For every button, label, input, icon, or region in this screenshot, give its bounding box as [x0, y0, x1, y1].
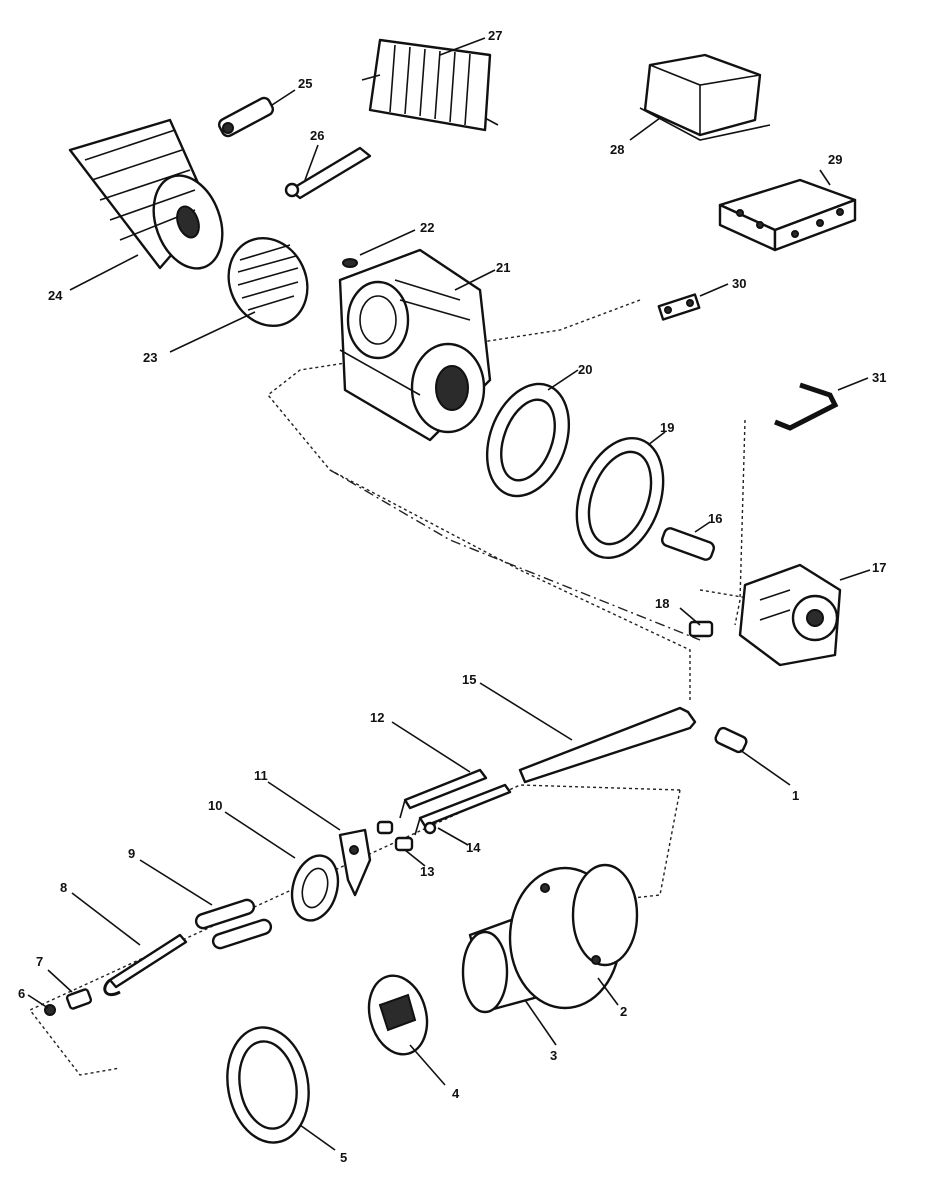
leader-25	[271, 89, 296, 106]
band-ring	[575, 436, 665, 560]
callout-5: 5	[340, 1150, 347, 1165]
pump-coupling	[660, 527, 716, 561]
callout-8: 8	[60, 880, 67, 895]
retaining-ring	[485, 382, 571, 498]
leader-1	[739, 749, 791, 786]
leader-31	[837, 377, 869, 391]
callout-12: 12	[370, 710, 384, 725]
oil-line	[518, 706, 697, 784]
callout-25: 25	[298, 76, 312, 91]
callout-16: 16	[708, 511, 722, 526]
burner-housing	[338, 248, 492, 442]
motor-coupling	[217, 96, 275, 138]
turbulator	[367, 974, 429, 1056]
leader-9	[139, 859, 213, 906]
electrode-assembly	[399, 768, 512, 836]
leader-18	[679, 607, 701, 626]
callout-13: 13	[420, 864, 434, 879]
leader-27	[439, 37, 486, 56]
assembly-path-bottom	[28, 784, 681, 1076]
nozzle-line	[103, 933, 188, 997]
leader-6	[27, 994, 49, 1009]
callout-20: 20	[578, 362, 592, 377]
electrode-clamp	[423, 821, 437, 835]
callout-21: 21	[496, 260, 510, 275]
callout-19: 19	[660, 420, 674, 435]
callout-17: 17	[872, 560, 886, 575]
callout-1: 1	[792, 788, 799, 803]
ignition-transformer	[361, 38, 499, 132]
electrode-bracket	[338, 828, 372, 897]
callout-2: 2	[620, 1004, 627, 1019]
nozzle-adapter	[714, 726, 748, 754]
callout-3: 3	[550, 1048, 557, 1063]
leader-12	[391, 721, 471, 773]
mounting-gasket	[226, 1026, 310, 1144]
air-tube	[461, 863, 639, 1014]
leader-20	[547, 369, 579, 391]
leader-19	[647, 431, 666, 446]
callout-30: 30	[732, 276, 746, 291]
callout-27: 27	[488, 28, 502, 43]
leader-2	[597, 977, 619, 1006]
callout-4: 4	[452, 1086, 460, 1101]
leader-21	[454, 269, 496, 291]
leader-3	[524, 999, 557, 1046]
callout-7: 7	[36, 954, 43, 969]
callout-28: 28	[610, 142, 624, 157]
leader-24	[69, 254, 139, 291]
electrode-insulators	[194, 898, 273, 950]
callout-10: 10	[208, 798, 222, 813]
callout-26: 26	[310, 128, 324, 143]
leader-29	[819, 169, 831, 186]
fuel-pump	[738, 563, 842, 667]
flame-retention-head	[290, 854, 340, 922]
leader-13	[404, 849, 426, 867]
leader-26	[304, 144, 319, 181]
leader-11	[267, 781, 341, 831]
callout-6: 6	[18, 986, 25, 1001]
leader-14	[437, 827, 469, 846]
callout-11: 11	[254, 768, 268, 783]
blower-housing	[68, 118, 224, 270]
leader-22	[359, 229, 416, 256]
leader-23	[169, 311, 256, 353]
leader-10	[224, 811, 296, 859]
callout-14: 14	[466, 840, 481, 855]
pump-fitting	[688, 620, 714, 638]
nozzle-plug	[376, 820, 414, 852]
mounting-plate	[718, 178, 857, 252]
callout-29: 29	[828, 152, 842, 167]
blower-wheel	[227, 236, 309, 328]
callout-18: 18	[655, 596, 669, 611]
ignition-lead	[284, 146, 372, 200]
leader-30	[699, 283, 729, 297]
callout-31: 31	[872, 370, 886, 385]
leader-28	[629, 117, 661, 141]
assembly-path-lower	[329, 469, 701, 641]
callout-9: 9	[128, 846, 135, 861]
callout-15: 15	[462, 672, 476, 687]
leader-15	[479, 682, 573, 741]
leader-8	[71, 892, 141, 946]
control-box	[639, 53, 771, 141]
oil-tube	[774, 382, 839, 431]
callout-22: 22	[420, 220, 434, 235]
leader-16	[694, 521, 711, 533]
housing-screw	[342, 258, 358, 268]
leader-4	[409, 1044, 446, 1086]
callout-24: 24	[48, 288, 63, 303]
callout-23: 23	[143, 350, 157, 365]
bracket-clip	[657, 293, 701, 321]
nozzle	[65, 988, 93, 1010]
leader-7	[47, 969, 73, 993]
leader-5	[299, 1124, 336, 1151]
leader-17	[839, 569, 871, 581]
